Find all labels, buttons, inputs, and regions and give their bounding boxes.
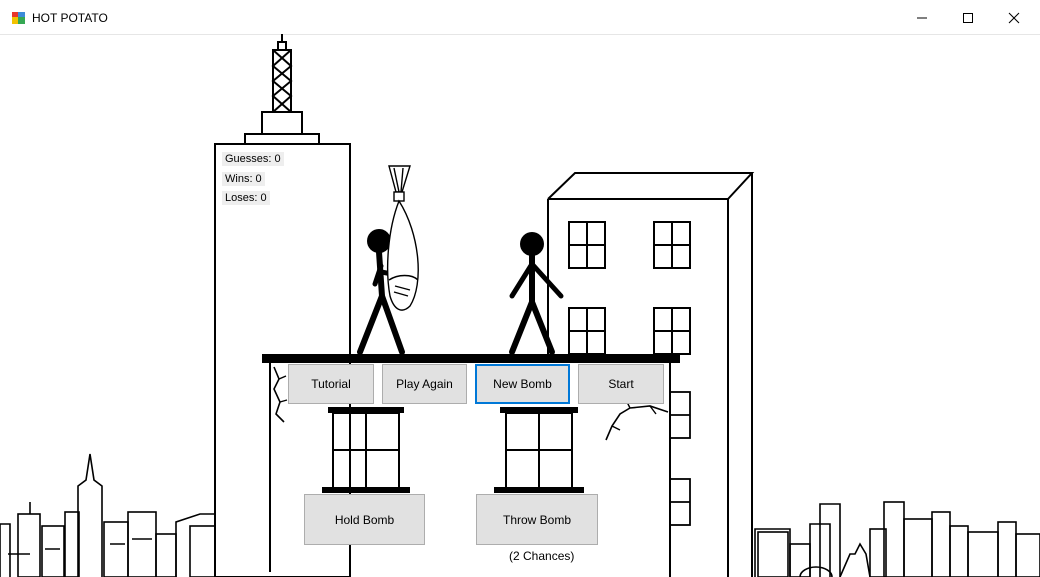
right-building <box>547 172 755 577</box>
close-icon <box>1008 12 1020 24</box>
play-again-button[interactable]: Play Again <box>382 364 467 404</box>
guesses-label: Guesses: 0 <box>222 152 284 166</box>
game-scene: Guesses: 0 Wins: 0 Loses: 0 Tutorial Pla… <box>0 34 1040 577</box>
loses-label: Loses: 0 <box>222 191 270 205</box>
chances-label: (2 Chances) <box>509 549 575 563</box>
start-button[interactable]: Start <box>578 364 664 404</box>
wins-label: Wins: 0 <box>222 172 265 186</box>
hold-bomb-button[interactable]: Hold Bomb <box>304 494 425 545</box>
city-background <box>0 34 1040 577</box>
new-bomb-button[interactable]: New Bomb <box>475 364 570 404</box>
minimize-icon <box>917 17 927 19</box>
middle-building <box>262 354 680 577</box>
right-skyline <box>754 501 1040 577</box>
window-title: HOT POTATO <box>32 11 108 25</box>
close-button[interactable] <box>990 0 1036 34</box>
left-skyline <box>0 453 216 577</box>
app-icon <box>12 11 25 24</box>
tutorial-button[interactable]: Tutorial <box>288 364 374 404</box>
maximize-button[interactable] <box>944 0 990 34</box>
stick-figure-right <box>509 232 564 355</box>
throw-bomb-button[interactable]: Throw Bomb <box>476 494 598 545</box>
title-bar: HOT POTATO <box>0 0 1040 35</box>
minimize-button[interactable] <box>898 0 944 34</box>
maximize-icon <box>963 13 973 23</box>
bomb-icon <box>386 165 419 311</box>
